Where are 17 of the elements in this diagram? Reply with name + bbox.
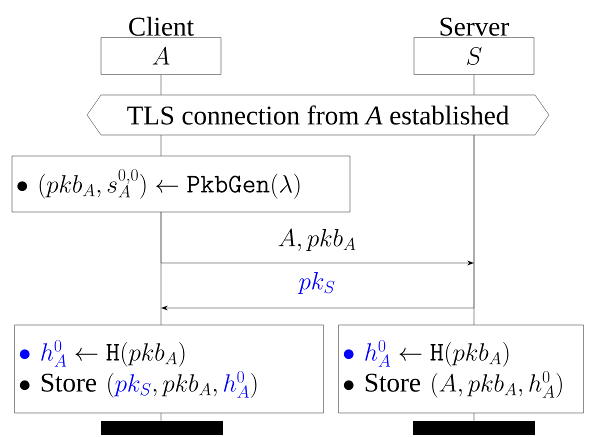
lifeline bbox=[160, 135, 162, 156]
node-label: Server bbox=[440, 18, 509, 36]
lifeline bbox=[160, 74, 162, 95]
action-box: ${\color{blue}\bullet\ h^0_A} \leftarrow \mathtt{H}(pkb_A)$ $\bullet\ \mbox{Store}\ ({\color{blue}pk_S}, pkb_A, {\color{blue}h^0_A})$ bbox=[14, 324, 324, 414]
action-box: $\bullet\ (pkb_A, s^{0,0}_A) \leftarrow \mathtt{PkbGen}(\lambda)$ bbox=[12, 156, 350, 212]
message-arrow bbox=[160, 212, 474, 266]
end-bar bbox=[413, 421, 535, 435]
participant-box: Client $A$ bbox=[100, 16, 222, 75]
action-box: ${\color{blue}\bullet\ h^0_A} \leftarrow \mathtt{H}(pkb_A)$ $\bullet\ \mbox{Store}\ (A, pkb_A, h^0_A)$ bbox=[338, 324, 584, 414]
message-arrow bbox=[161, 135, 474, 310]
message-label: $A, pkb_A$ bbox=[278, 228, 356, 252]
message-label: ${\color{blue}pk_S}$ bbox=[298, 272, 334, 294]
node-label: Client bbox=[129, 16, 194, 36]
hexagon-banner: TLS connection from A established bbox=[86, 94, 550, 136]
participant-box: Server $S$ bbox=[414, 18, 534, 75]
end-bar bbox=[101, 421, 223, 435]
lifeline bbox=[160, 413, 162, 421]
